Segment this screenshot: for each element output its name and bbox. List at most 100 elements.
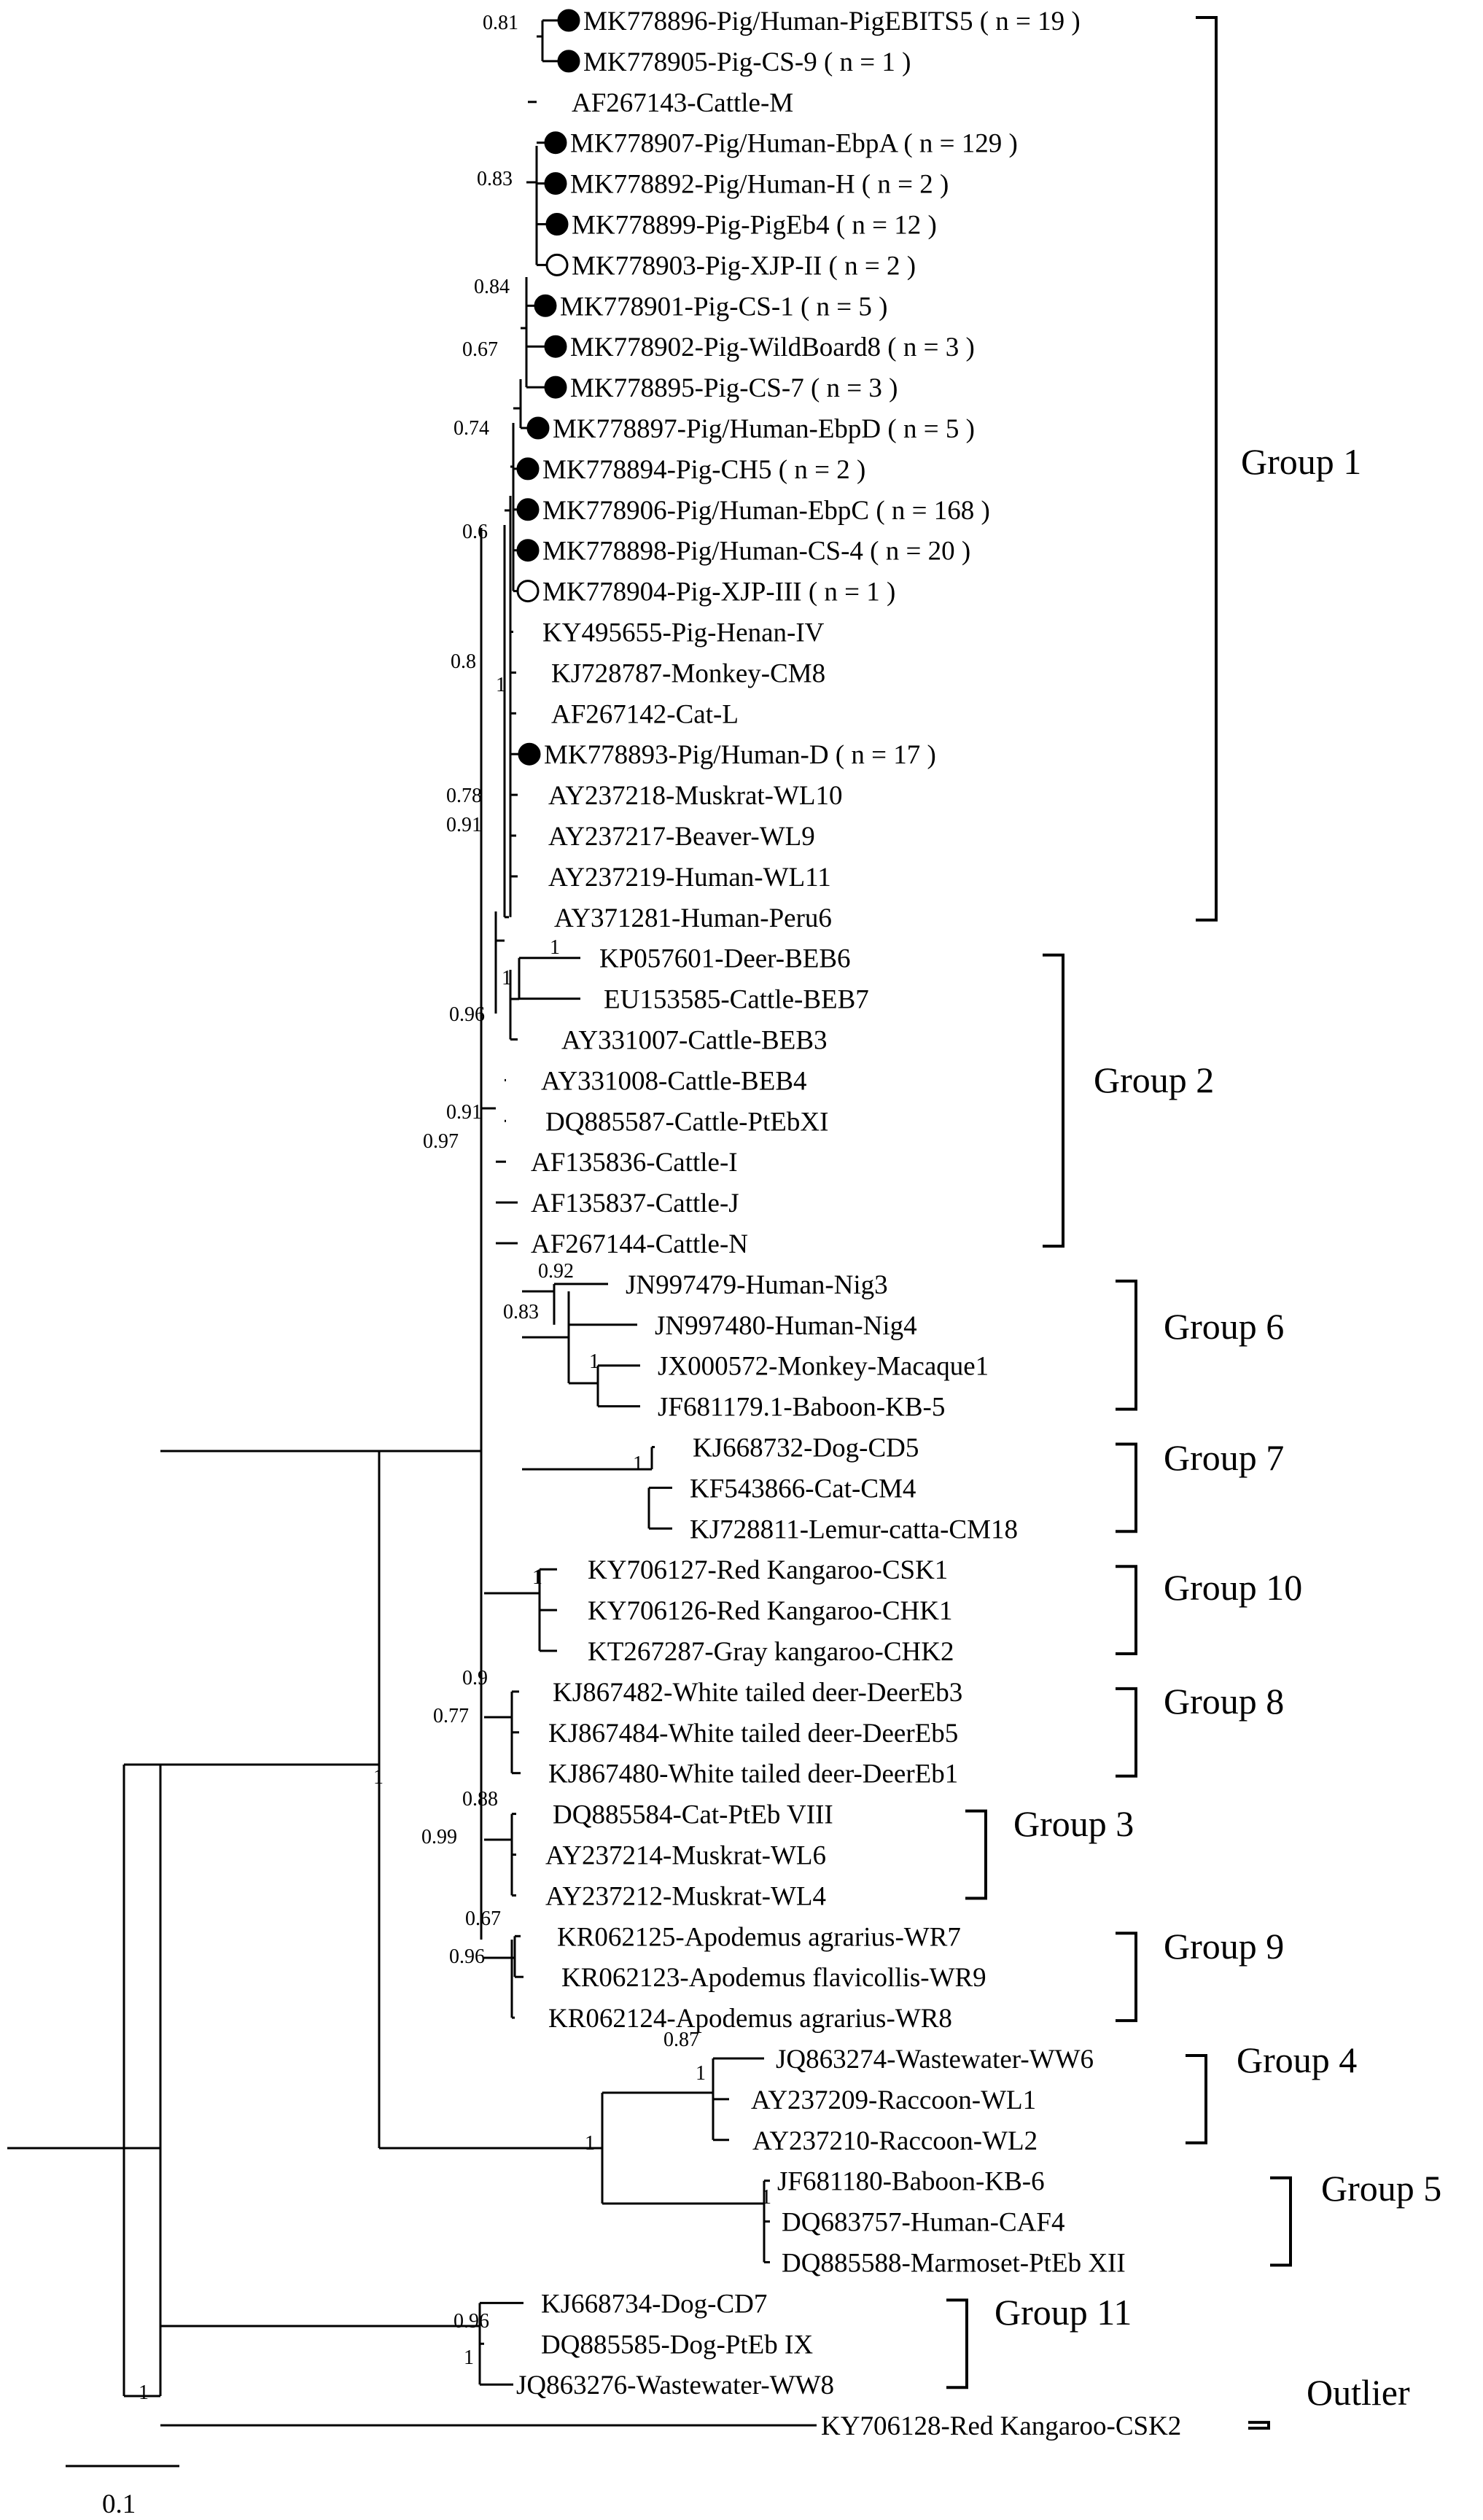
support-value: 1 bbox=[550, 936, 560, 959]
group-label: Group 9 bbox=[1164, 1926, 1284, 1967]
leaf-label: JN997479-Human-Nig3 bbox=[626, 1270, 888, 1300]
leaf-label: AY331008-Cattle-BEB4 bbox=[541, 1066, 807, 1096]
leaf-label: AY237219-Human-WL11 bbox=[548, 863, 831, 892]
leaf-label: KJ728811-Lemur-catta-CM18 bbox=[690, 1514, 1018, 1544]
scale-bar-label: 0.1 bbox=[102, 2489, 136, 2519]
support-value: 0.84 bbox=[474, 276, 510, 298]
leaf-label: MK778903-Pig-XJP-II ( n = 2 ) bbox=[572, 251, 916, 281]
group-bracket bbox=[1116, 1932, 1137, 2023]
leaf-label: MK778902-Pig-WildBoard8 ( n = 3 ) bbox=[570, 332, 975, 362]
leaf-label: MK778898-Pig/Human-CS-4 ( n = 20 ) bbox=[542, 537, 970, 567]
leaf-label: KR062124-Apodemus agrarius-WR8 bbox=[548, 2004, 952, 2034]
group-bracket bbox=[1116, 1279, 1137, 1411]
leaf-label: AF267143-Cattle-M bbox=[572, 88, 793, 118]
group-bracket bbox=[1043, 953, 1064, 1248]
leaf-label: AY237209-Raccoon-WL1 bbox=[751, 2085, 1036, 2115]
leaf-label: KY706127-Red Kangaroo-CSK1 bbox=[588, 1555, 948, 1585]
leaf-label: JX000572-Monkey-Macaque1 bbox=[658, 1352, 989, 1382]
group-bracket bbox=[965, 1809, 987, 1900]
leaf-label: JQ863276-Wastewater-WW8 bbox=[516, 2371, 834, 2400]
leaf-label: AY237210-Raccoon-WL2 bbox=[752, 2126, 1038, 2156]
support-value: 0.67 bbox=[462, 338, 498, 361]
filled-circle-marker bbox=[516, 539, 540, 562]
leaf-label: KR062123-Apodemus flavicollis-WR9 bbox=[561, 1963, 986, 1993]
group-label: Group 5 bbox=[1321, 2168, 1441, 2209]
filled-circle-marker bbox=[557, 9, 580, 32]
leaf-label: MK778901-Pig-CS-1 ( n = 5 ) bbox=[560, 292, 887, 322]
group-bracket bbox=[1116, 1565, 1137, 1655]
leaf-label: MK778904-Pig-XJP-III ( n = 1 ) bbox=[542, 578, 895, 607]
support-value: 0.77 bbox=[433, 1705, 469, 1727]
leaf-label: KY706126-Red Kangaroo-CHK1 bbox=[588, 1596, 952, 1626]
group-label: Group 10 bbox=[1164, 1567, 1302, 1608]
leaf-label: AF267144-Cattle-N bbox=[531, 1229, 748, 1259]
group-label: Outlier bbox=[1307, 2372, 1410, 2413]
support-values: 0.810.830.840.670.740.60.810.780.91110.9… bbox=[139, 12, 771, 2404]
support-value: 0.92 bbox=[538, 1260, 574, 1283]
support-value: 0.9 bbox=[462, 1667, 488, 1689]
support-value: 0.96 bbox=[454, 2310, 489, 2333]
leaf-label: MK778896-Pig/Human-PigEBITS5 ( n = 19 ) bbox=[583, 7, 1081, 36]
leaf-label: AF267142-Cat-L bbox=[551, 699, 739, 729]
support-value: 1 bbox=[761, 2186, 771, 2209]
support-value: 0.83 bbox=[477, 168, 513, 190]
leaf-label: DQ885584-Cat-PtEb VIII bbox=[553, 1800, 833, 1830]
group-bracket bbox=[1116, 1442, 1137, 1533]
group-label: Group 11 bbox=[994, 2292, 1132, 2333]
leaf-label: MK778906-Pig/Human-EbpC ( n = 168 ) bbox=[542, 496, 990, 526]
group-bracket bbox=[1196, 16, 1218, 922]
group-label: Group 2 bbox=[1094, 1059, 1214, 1100]
leaf-label: KJ668732-Dog-CD5 bbox=[693, 1434, 919, 1463]
group-bracket bbox=[946, 2298, 968, 2389]
leaf-label: KJ867484-White tailed deer-DeerEb5 bbox=[548, 1719, 958, 1749]
leaf-label: MK778905-Pig-CS-9 ( n = 1 ) bbox=[583, 47, 911, 77]
support-value: 0.99 bbox=[421, 1826, 457, 1848]
group-bracket bbox=[1186, 2054, 1207, 2144]
support-value: 1 bbox=[589, 1350, 599, 1373]
open-circle-marker bbox=[545, 253, 569, 276]
leaf-label: MK778897-Pig/Human-EbpD ( n = 5 ) bbox=[553, 414, 975, 444]
filled-circle-marker bbox=[516, 498, 540, 521]
support-value: 1 bbox=[502, 967, 512, 989]
leaf-label: AY237214-Muskrat-WL6 bbox=[545, 1841, 826, 1871]
leaf-label: MK778899-Pig-PigEb4 ( n = 12 ) bbox=[572, 211, 937, 241]
support-value: 1 bbox=[139, 2381, 149, 2404]
filled-circle-marker bbox=[544, 376, 567, 399]
support-value: 0.91 bbox=[446, 814, 482, 836]
support-value: 0.81 bbox=[483, 12, 518, 34]
group-label: Group 6 bbox=[1164, 1306, 1284, 1347]
support-value: 0.8 bbox=[451, 650, 476, 673]
leaf-label: EU153585-Cattle-BEB7 bbox=[604, 985, 869, 1015]
leaf-label: KP057601-Deer-BEB6 bbox=[599, 944, 851, 974]
group-label: Group 4 bbox=[1237, 2039, 1357, 2080]
group-bracket bbox=[1270, 2176, 1292, 2267]
leaf-label: MK778907-Pig/Human-EbpA ( n = 129 ) bbox=[570, 129, 1018, 159]
tree-branches bbox=[7, 19, 817, 2427]
leaf-label: AF135836-Cattle-I bbox=[531, 1148, 738, 1178]
support-value: 0.97 bbox=[423, 1130, 459, 1153]
leaf-label: AY331007-Cattle-BEB3 bbox=[561, 1026, 828, 1056]
support-value: 1 bbox=[585, 2132, 595, 2155]
leaf-label: KF543866-Cat-CM4 bbox=[690, 1474, 916, 1504]
support-value: 0.96 bbox=[449, 1945, 485, 1968]
leaf-label: KY495655-Pig-Henan-IV bbox=[542, 618, 825, 648]
support-value: 1 bbox=[696, 2062, 706, 2085]
leaf-label: KT267287-Gray kangaroo-CHK2 bbox=[588, 1637, 954, 1667]
support-value: 0.83 bbox=[503, 1301, 539, 1323]
leaf-label: KY706128-Red Kangaroo-CSK2 bbox=[821, 2411, 1181, 2441]
leaf-label: JQ863274-Wastewater-WW6 bbox=[776, 2045, 1094, 2074]
leaf-labels: MK778896-Pig/Human-PigEBITS5 ( n = 19 ) M… bbox=[516, 7, 1181, 2441]
leaf-label: JN997480-Human-Nig4 bbox=[655, 1311, 917, 1341]
filled-circle-marker bbox=[544, 172, 567, 195]
group-label: Group 7 bbox=[1164, 1437, 1284, 1478]
leaf-label: AY371281-Human-Peru6 bbox=[554, 903, 832, 933]
leaf-label: MK778892-Pig/Human-H ( n = 2 ) bbox=[570, 170, 949, 200]
group-label: Group 8 bbox=[1164, 1681, 1284, 1722]
leaf-label: AF135837-Cattle-J bbox=[531, 1189, 739, 1218]
support-value: 0.87 bbox=[663, 2029, 699, 2051]
support-value: 0.6 bbox=[462, 521, 488, 543]
leaf-label: AY237217-Beaver-WL9 bbox=[548, 822, 815, 852]
group-label: Group 3 bbox=[1013, 1803, 1134, 1844]
leaf-label: KJ728787-Monkey-CM8 bbox=[551, 658, 825, 688]
